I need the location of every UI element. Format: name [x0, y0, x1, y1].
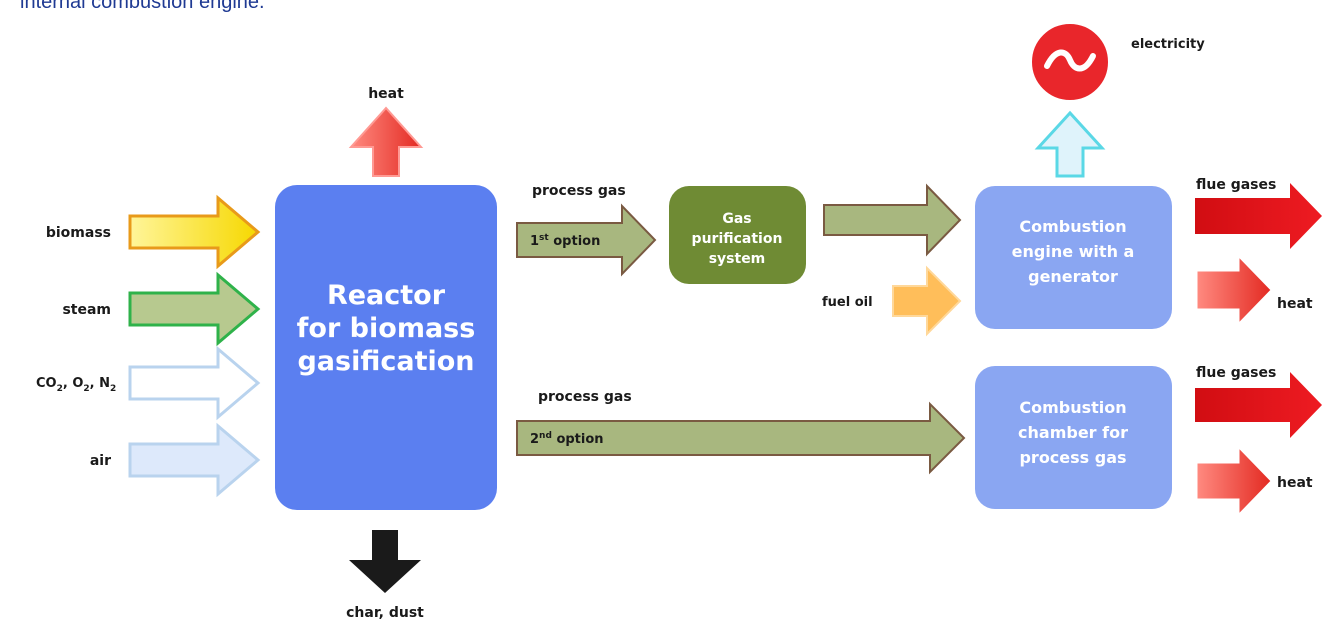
air-arrow — [128, 422, 261, 498]
co2-o2-n2-arrow — [128, 345, 261, 421]
air-label: air — [90, 453, 111, 469]
option1-process-gas-arrow — [516, 203, 657, 277]
option2-label: 2nd option — [530, 431, 604, 447]
caption-text: internal combustion engine. — [20, 0, 265, 13]
combustion-chamber-box — [975, 366, 1172, 509]
engine-title-3: generator — [1028, 267, 1118, 286]
reactor-heat-label: heat — [368, 86, 404, 102]
reactor-title-2: for biomass — [297, 313, 476, 344]
purification-title-1: Gas — [722, 211, 751, 227]
purified-gas-arrow — [823, 183, 962, 257]
biomass-arrow — [128, 194, 261, 270]
option2-process-gas-arrow — [516, 401, 966, 475]
chamber-title-2: chamber for — [1018, 423, 1128, 442]
purification-title-2: purification — [692, 231, 783, 247]
reactor-title-1: Reactor — [327, 280, 446, 311]
fuel-oil-label: fuel oil — [822, 295, 873, 310]
fuel-oil-arrow — [892, 265, 962, 337]
char-dust-label: char, dust — [346, 605, 424, 621]
purification-title-3: system — [709, 251, 766, 267]
steam-arrow — [128, 271, 261, 347]
engine-heat-arrow — [1196, 255, 1272, 325]
engine-flue-gases-label: flue gases — [1196, 177, 1276, 193]
engine-title-2: engine with a — [1012, 242, 1135, 261]
option2-process-gas-label: process gas — [538, 389, 632, 405]
chamber-heat-label: heat — [1277, 475, 1313, 491]
steam-label: steam — [62, 302, 111, 318]
reactor-title-3: gasification — [297, 346, 474, 377]
gas-purification-box — [669, 186, 806, 284]
chamber-title-3: process gas — [1019, 448, 1126, 467]
electricity-arrow — [1034, 110, 1106, 178]
biomass-label: biomass — [46, 225, 111, 241]
electricity-label: electricity — [1131, 37, 1205, 52]
chamber-title-1: Combustion — [1019, 398, 1126, 417]
engine-heat-label: heat — [1277, 296, 1313, 312]
alternating-current-icon — [1044, 49, 1096, 72]
chamber-flue-gases-arrow — [1195, 372, 1322, 438]
engine-flue-gases-arrow — [1195, 183, 1322, 249]
option1-label: 1st option — [530, 233, 600, 249]
reactor-heat-arrow — [348, 106, 424, 177]
reactor-box — [275, 185, 497, 510]
combustion-engine-box — [975, 186, 1172, 329]
engine-title-1: Combustion — [1019, 217, 1126, 236]
chamber-heat-arrow — [1196, 446, 1272, 516]
option1-process-gas-label: process gas — [532, 183, 626, 199]
char-dust-arrow — [349, 530, 421, 593]
co2-o2-n2-label: CO2, O2, N2 — [36, 376, 116, 394]
chamber-flue-gases-label: flue gases — [1196, 365, 1276, 381]
